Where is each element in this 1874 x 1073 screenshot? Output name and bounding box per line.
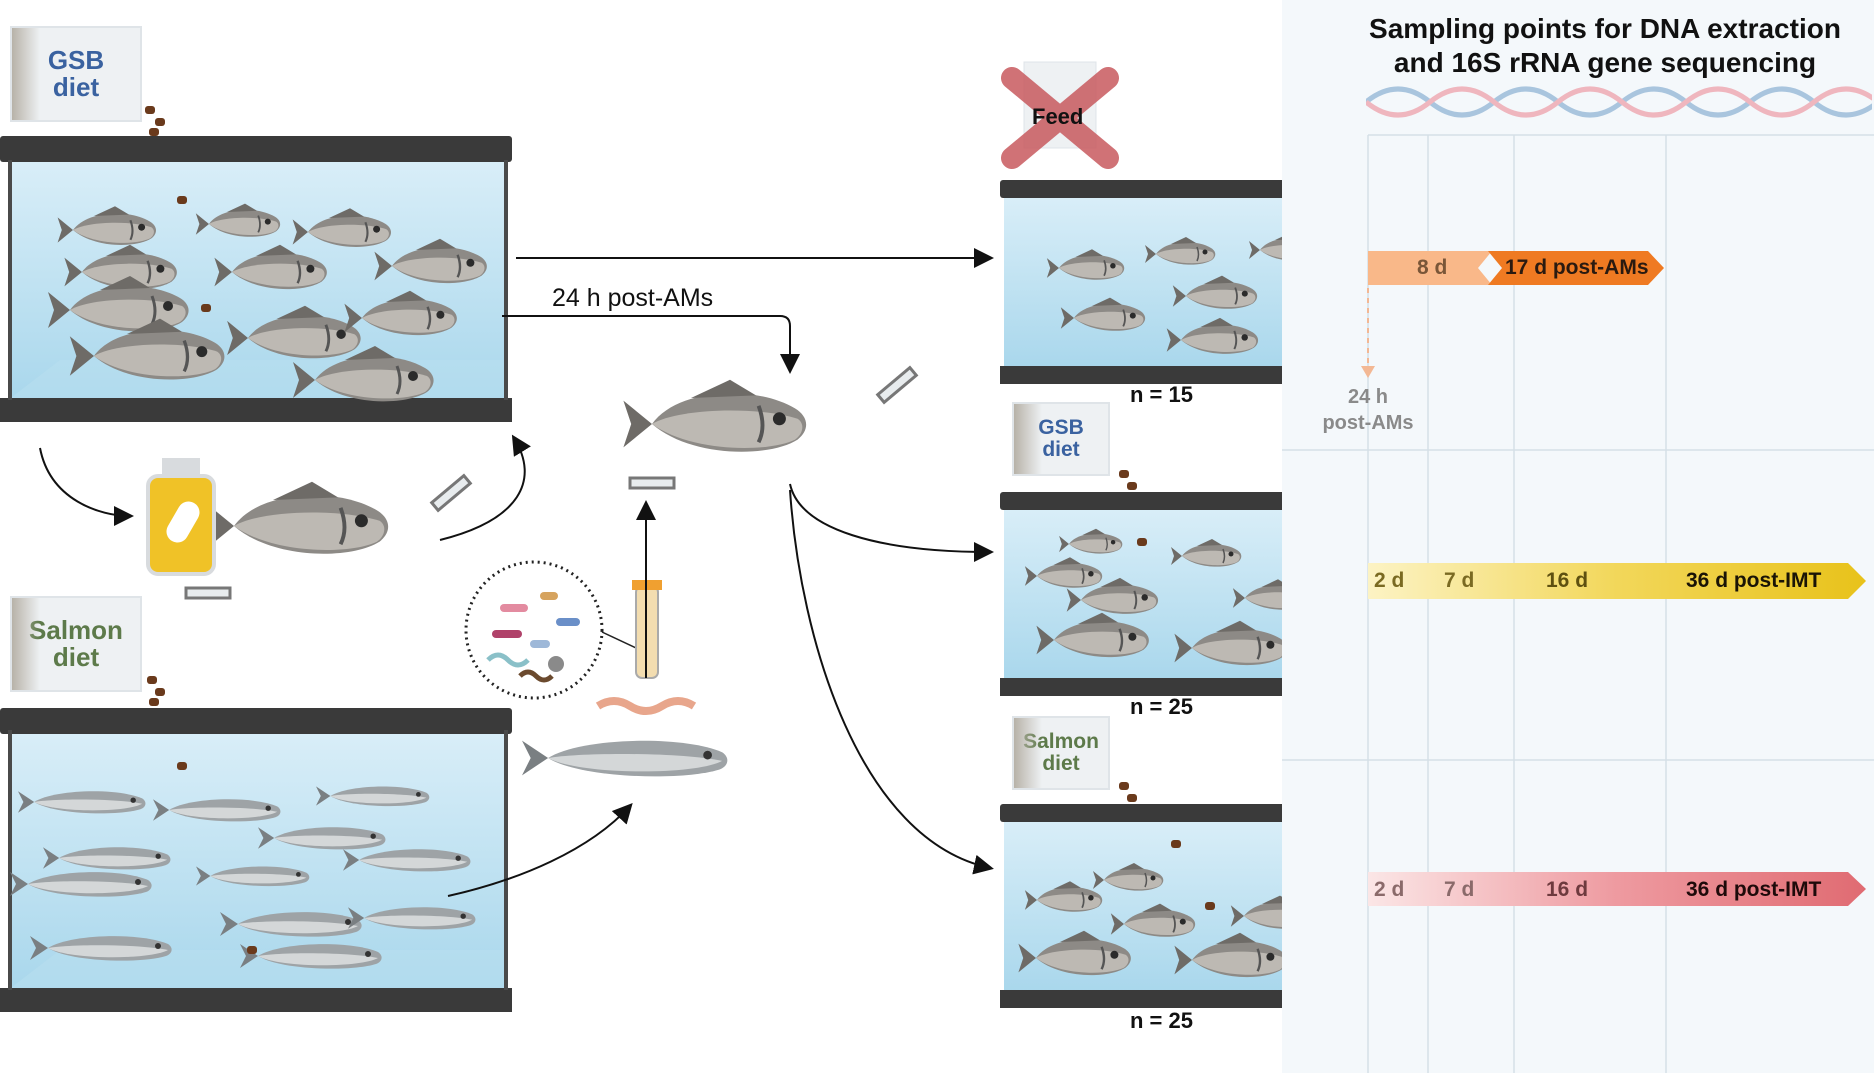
- panel-title-line2: and 16S rRNA gene sequencing: [1393, 47, 1817, 78]
- gsb-diet-label-1: GSB: [47, 44, 105, 75]
- tank-feed-removed: [1000, 180, 1282, 384]
- n-mid: n = 25: [1130, 694, 1193, 719]
- injected-fish: [621, 377, 809, 454]
- tank-salmon: [0, 708, 512, 1012]
- panel-title: Sampling points for DNA extraction and 1…: [1336, 12, 1874, 80]
- timeline-mid-label-2: 16 d: [1546, 569, 1589, 592]
- donor-salmon: [522, 740, 728, 777]
- timeline-mid-bar: [1368, 563, 1866, 599]
- panel-title-line1: Sampling points for DNA extraction: [1369, 13, 1841, 44]
- no-feed-icon: [1001, 61, 1119, 169]
- salmon-diet-small-label-1: Salmon: [1023, 729, 1099, 753]
- timeline-top-label-1: 17 d post-AMs: [1505, 256, 1649, 279]
- flow-arrows: [39, 248, 994, 897]
- timeline-mid-label-3: 36 d post-IMT: [1686, 569, 1822, 592]
- timeline-bottom-label-3: 36 d post-IMT: [1686, 878, 1822, 901]
- intestine-icon: [595, 697, 697, 715]
- microbiome-icon: [464, 560, 637, 700]
- gsb-diet-bag: GSB diet: [10, 26, 142, 122]
- gsb-diet-label-2: diet: [52, 72, 100, 102]
- tank-salmon-imt: [1000, 804, 1282, 1008]
- timeline-note-line1: 24 h: [1347, 386, 1389, 408]
- gsb-diet-small-label-1: GSB: [1038, 415, 1084, 439]
- timeline-mid-label-0: 2 d: [1374, 569, 1405, 592]
- timeline-note-line2: post-AMs: [1322, 412, 1414, 434]
- salmon-diet-label-2: diet: [52, 642, 100, 672]
- treated-fish: [203, 479, 391, 556]
- salmon-diet-small-label-2: diet: [1042, 752, 1080, 775]
- timeline-bottom-label-1: 7 d: [1444, 878, 1475, 901]
- timeline-top-label-0: 8 d: [1417, 256, 1448, 279]
- antibiotic-bottle-icon: [146, 458, 216, 576]
- tank-gsb: [0, 136, 512, 422]
- salmon-diet-label-1: Salmon: [29, 614, 123, 645]
- salmon-diet-bag: Salmon diet: [10, 596, 142, 692]
- gsb-diet-bag-small: GSB diet: [1012, 402, 1110, 476]
- timeline-bottom-bar: [1368, 872, 1866, 906]
- n-top: n = 15: [1130, 382, 1193, 407]
- n-bottom: n = 25: [1130, 1008, 1193, 1033]
- tank-gsb-imt: [1000, 492, 1282, 696]
- gsb-diet-small-label-2: diet: [1042, 438, 1080, 461]
- timeline-mid-label-1: 7 d: [1444, 569, 1475, 592]
- dna-helix-icon: [1366, 86, 1872, 118]
- timeline-bottom-label-2: 16 d: [1546, 878, 1589, 901]
- arrow-label: 24 h post-AMs: [552, 284, 714, 312]
- timeline-top-bar: [1368, 251, 1664, 285]
- salmon-diet-bag-small: Salmon diet: [1012, 716, 1110, 790]
- experiment-illustration: [0, 61, 1282, 1012]
- timeline-bottom-label-0: 2 d: [1374, 878, 1405, 901]
- syringe-icons: [184, 365, 919, 600]
- timeline-note: 24 h post-AMs: [1316, 384, 1420, 436]
- feed-label: Feed: [1032, 104, 1084, 129]
- dashed-arrowhead: [1361, 366, 1375, 378]
